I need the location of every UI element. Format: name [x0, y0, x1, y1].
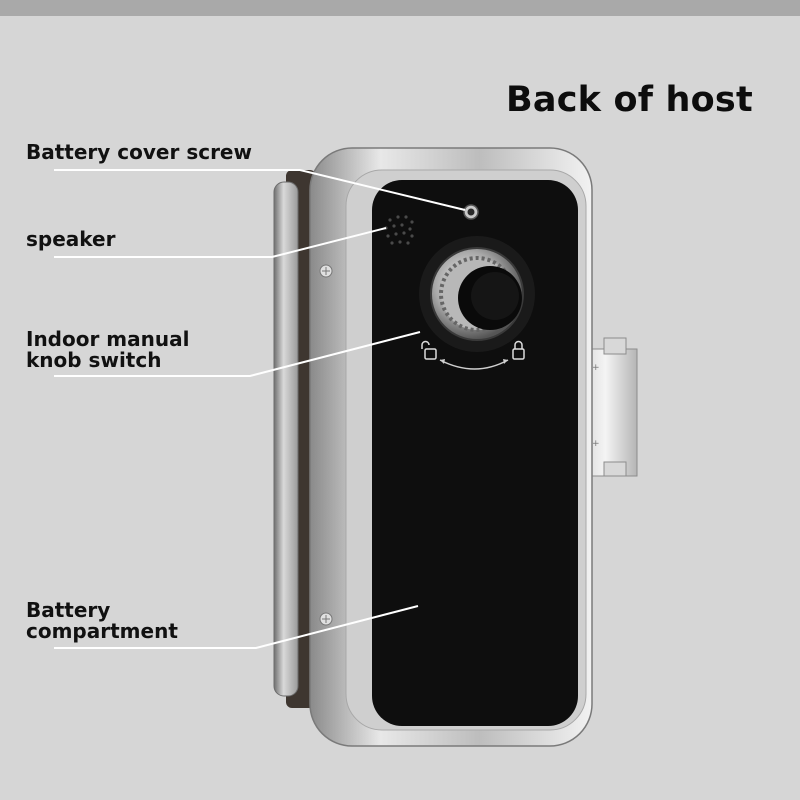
svg-text:+: +	[592, 439, 600, 449]
label-battery-compartment: Battery compartment	[26, 600, 178, 642]
battery-cover-screw	[464, 205, 478, 219]
page-title: Back of host	[506, 80, 753, 120]
side-screw-bottom	[320, 613, 332, 625]
label-battery-line1: Battery	[26, 600, 178, 621]
label-battery-cover-screw: Battery cover screw	[26, 142, 252, 163]
side-screw-top	[320, 265, 332, 277]
label-speaker: speaker	[26, 229, 115, 250]
label-battery-line2: compartment	[26, 621, 178, 642]
label-knob-switch: Indoor manual knob switch	[26, 329, 189, 371]
label-knob-line2: knob switch	[26, 350, 189, 371]
label-knob-line1: Indoor manual	[26, 329, 189, 350]
knob-switch	[419, 236, 535, 352]
svg-text:+: +	[592, 363, 600, 373]
